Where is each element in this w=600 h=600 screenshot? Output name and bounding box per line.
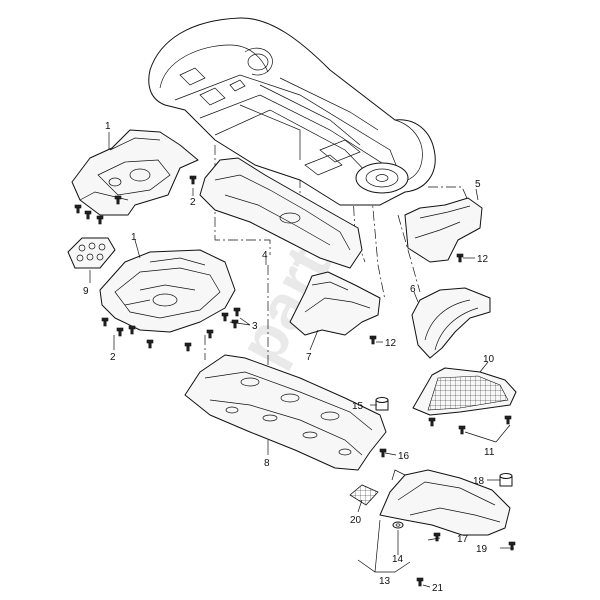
plug-18 bbox=[499, 473, 513, 487]
callout-18: 18 bbox=[473, 476, 485, 487]
callout-20: 20 bbox=[350, 515, 362, 526]
callout-7: 7 bbox=[306, 352, 312, 363]
leader-lines bbox=[89, 132, 514, 588]
small-grille bbox=[349, 484, 379, 506]
callout-1-lower: 1 bbox=[131, 232, 137, 243]
callout-4: 4 bbox=[262, 250, 268, 261]
plug-15 bbox=[375, 397, 389, 411]
callout-5: 5 bbox=[475, 179, 481, 190]
side-shield-5 bbox=[404, 197, 483, 263]
callout-13: 13 bbox=[379, 576, 391, 587]
callout-1-upper: 1 bbox=[105, 121, 111, 132]
engine-shield-lower bbox=[99, 249, 236, 333]
callout-6: 6 bbox=[410, 284, 416, 295]
callout-10: 10 bbox=[483, 354, 495, 365]
callout-9: 9 bbox=[83, 286, 89, 297]
wheel-arch-shield bbox=[411, 287, 491, 359]
callout-labels: 1 1 2 2 3 4 5 6 7 8 9 10 11 12 12 13 14 … bbox=[83, 121, 495, 594]
callout-12-upper: 12 bbox=[477, 254, 489, 265]
callout-11: 11 bbox=[484, 447, 495, 458]
callout-8: 8 bbox=[264, 458, 270, 469]
callout-21: 21 bbox=[432, 583, 444, 594]
vehicle-underbody bbox=[148, 17, 436, 206]
tunnel-shield bbox=[199, 157, 363, 269]
engine-shield-upper bbox=[71, 129, 199, 216]
side-shield-7 bbox=[289, 271, 381, 336]
nut-14 bbox=[392, 521, 404, 529]
callout-14: 14 bbox=[392, 554, 404, 565]
callout-16: 16 bbox=[398, 451, 410, 462]
callout-15: 15 bbox=[352, 401, 364, 412]
callout-2-lower: 2 bbox=[110, 352, 116, 363]
rear-shield bbox=[379, 469, 511, 536]
honeycomb-panel bbox=[67, 237, 116, 269]
mesh-shield bbox=[412, 367, 517, 416]
callout-12-lower: 12 bbox=[385, 338, 397, 349]
callout-2-upper: 2 bbox=[190, 197, 196, 208]
callout-17: 17 bbox=[457, 534, 469, 545]
callout-3: 3 bbox=[252, 321, 258, 332]
floor-shield bbox=[184, 354, 387, 471]
callout-19: 19 bbox=[476, 544, 488, 555]
